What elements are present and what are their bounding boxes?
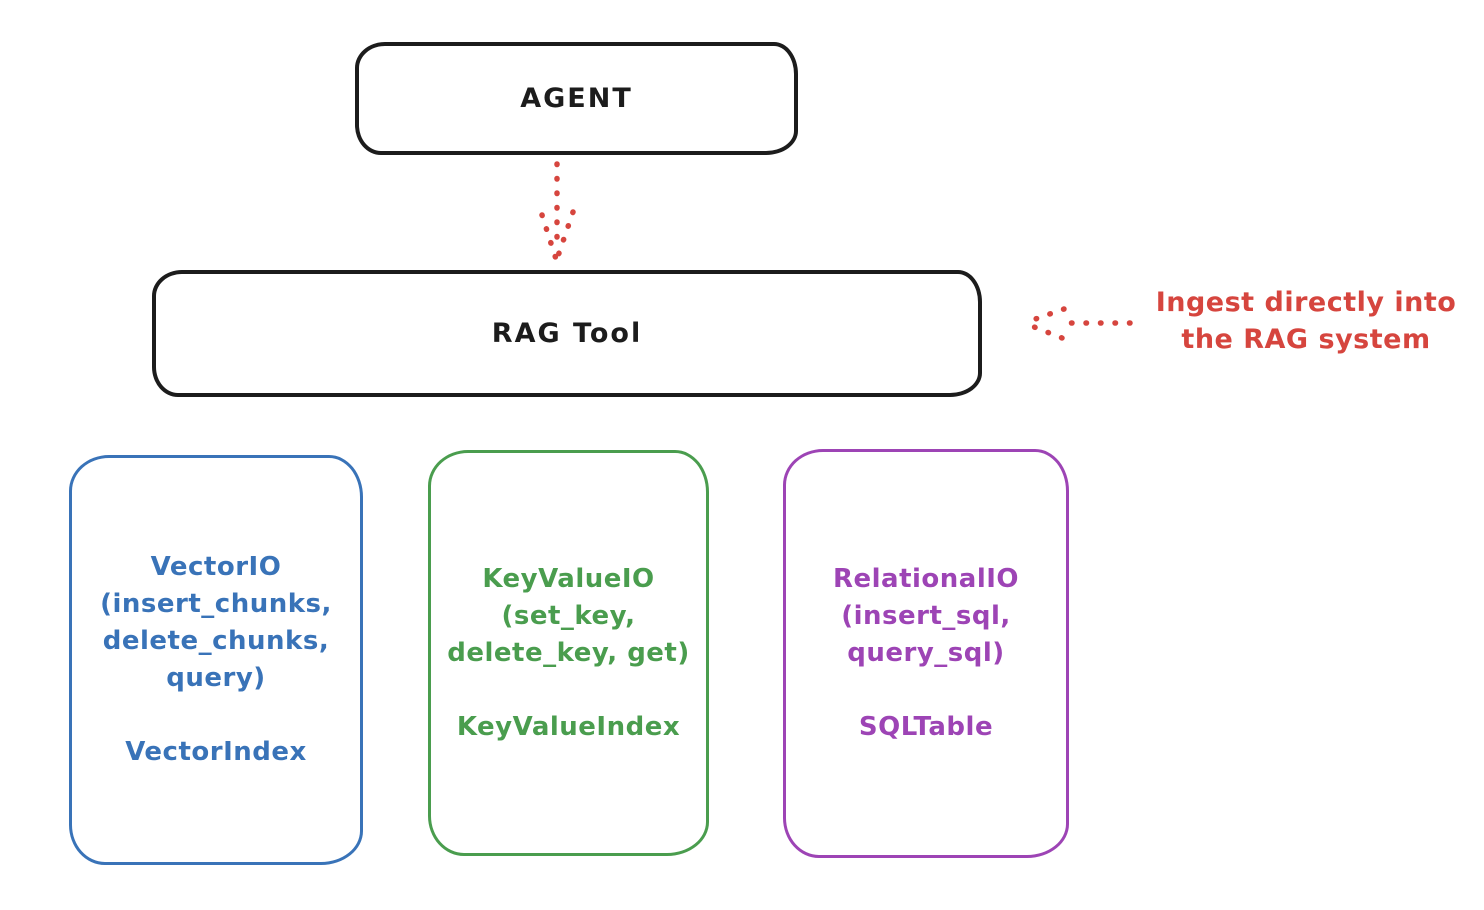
vector-io-title: VectorIO xyxy=(150,552,282,582)
relational-io-title: RelationalIO xyxy=(832,564,1020,594)
ingest-annotation-line-1: Ingest directly into xyxy=(1155,287,1457,318)
rag-tool-label: RAG Tool xyxy=(491,318,643,349)
key-value-io-methods-line-2: delete_key, get) xyxy=(447,637,690,668)
node-agent: AGENT xyxy=(355,42,798,155)
key-value-io-methods-line-1: (set_key, xyxy=(501,600,636,631)
vector-io-methods-line-3: query) xyxy=(166,663,266,693)
node-vector-io: VectorIO (insert_chunks, delete_chunks, … xyxy=(69,455,363,865)
node-relational-io: RelationalIO (insert_sql, query_sql) SQL… xyxy=(783,449,1069,858)
ingest-annotation-line-2: the RAG system xyxy=(1181,324,1431,355)
vector-io-methods-line-2: delete_chunks, xyxy=(102,626,330,656)
vector-index-label: VectorIndex xyxy=(125,737,307,767)
sql-table-label: SQLTable xyxy=(858,712,994,742)
agent-label: AGENT xyxy=(520,83,633,114)
dotted-arrow-left-icon xyxy=(1021,306,1133,341)
ingest-annotation: Ingest directly into the RAG system xyxy=(1140,284,1472,358)
key-value-index-label: KeyValueIndex xyxy=(456,711,681,742)
node-rag-tool: RAG Tool xyxy=(152,270,982,397)
key-value-io-title: KeyValueIO xyxy=(482,563,655,594)
relational-io-methods-line-1: (insert_sql, xyxy=(841,601,1011,631)
vector-io-methods-line-1: (insert_chunks, xyxy=(100,589,332,619)
node-key-value-io: KeyValueIO (set_key, delete_key, get) Ke… xyxy=(428,450,709,856)
relational-io-methods-line-2: query_sql) xyxy=(847,638,1005,668)
dotted-arrow-down-icon xyxy=(539,161,576,262)
